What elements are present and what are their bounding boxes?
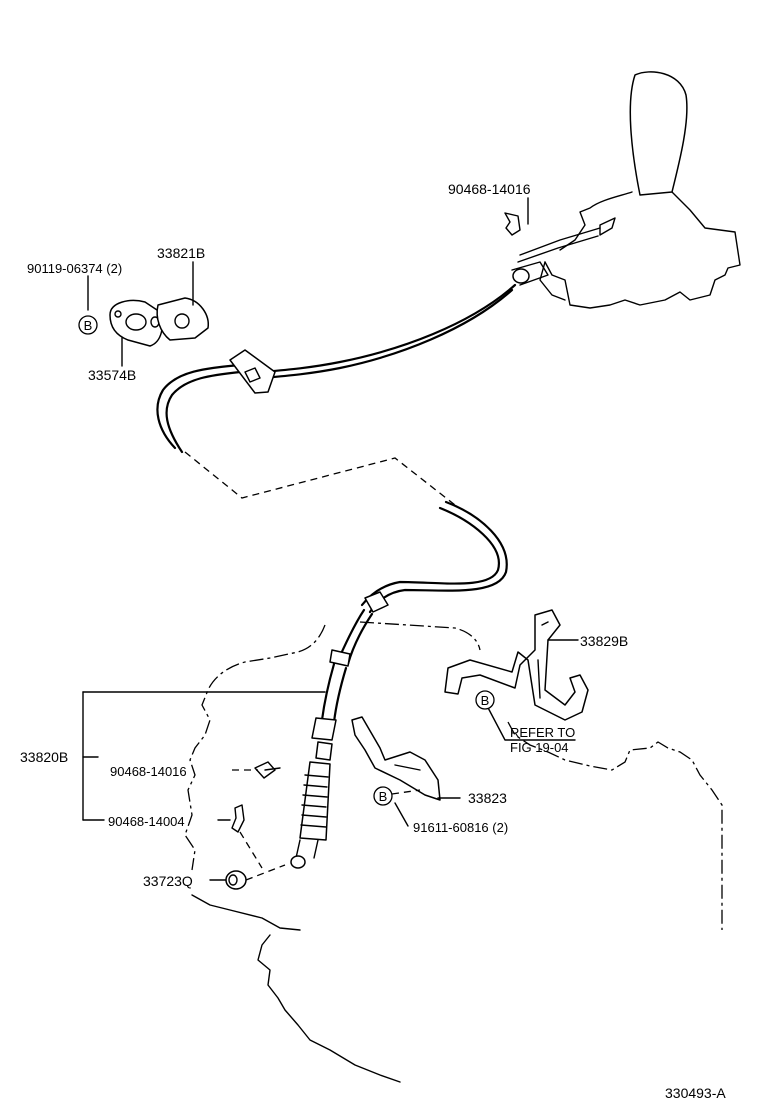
lower-cable (311, 500, 508, 761)
svg-text:B: B (84, 318, 93, 333)
clip-14004-icon (231, 804, 245, 833)
cable-continuation-dashed (184, 451, 456, 506)
label-91611-60816: 91611-60816 (2) (413, 820, 508, 835)
svg-text:B: B (481, 693, 490, 708)
cable-boot (290, 761, 331, 869)
clip-top-icon (504, 212, 521, 236)
bolt-marker-B-left: B (78, 315, 98, 335)
label-refer-to: REFER TO (510, 725, 575, 740)
label-90468-14004: 90468-14004 (108, 814, 185, 829)
label-33820B: 33820B (20, 749, 68, 765)
shift-lever-knob (629, 71, 688, 196)
shift-lever-housing (517, 191, 741, 309)
label-fig-19-04: FIG 19-04 (510, 740, 569, 755)
label-33723Q: 33723Q (143, 873, 193, 889)
upper-cable (156, 283, 517, 454)
transmission-body (191, 894, 401, 1083)
grommet-bracket (229, 349, 276, 394)
bracket-33829B (444, 609, 589, 721)
plate-33821B (156, 297, 209, 341)
label-90468-14016-low: 90468-14016 (110, 764, 187, 779)
figure-number: 330493-A (665, 1085, 726, 1101)
clip-lower-icon (254, 761, 281, 779)
bushing-33723Q (225, 870, 247, 890)
transmission-outline (359, 621, 481, 651)
bracket-33823 (351, 716, 441, 801)
label-33821B: 33821B (157, 245, 205, 261)
label-90468-14016-top: 90468-14016 (448, 181, 531, 197)
bolt-marker-B-33823: B (373, 786, 393, 806)
cable-end-lever (511, 261, 549, 286)
svg-text:B: B (379, 789, 388, 804)
retainer-33574B (109, 299, 163, 347)
label-33574B: 33574B (88, 367, 136, 383)
label-33829B: 33829B (580, 633, 628, 649)
leader-lines (82, 197, 579, 881)
label-33823: 33823 (468, 790, 507, 806)
bolt-marker-B-bracket: B (475, 690, 495, 710)
label-90119-06374: 90119-06374 (2) (27, 261, 122, 276)
